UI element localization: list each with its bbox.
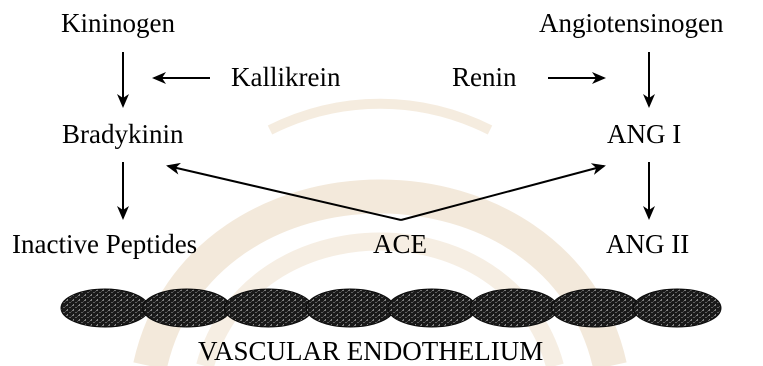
endothelial-cell bbox=[633, 289, 721, 327]
endothelial-cell bbox=[61, 289, 149, 327]
endothelial-cell bbox=[306, 289, 394, 327]
endothelial-cell bbox=[470, 289, 558, 327]
vascular-endothelium-label: VASCULAR ENDOTHELIUM bbox=[198, 336, 543, 366]
endothelial-cells bbox=[61, 289, 721, 327]
endothelial-cell bbox=[143, 289, 231, 327]
endothelial-cell bbox=[552, 289, 640, 327]
endothelial-cell bbox=[388, 289, 476, 327]
endothelial-cell bbox=[225, 289, 313, 327]
